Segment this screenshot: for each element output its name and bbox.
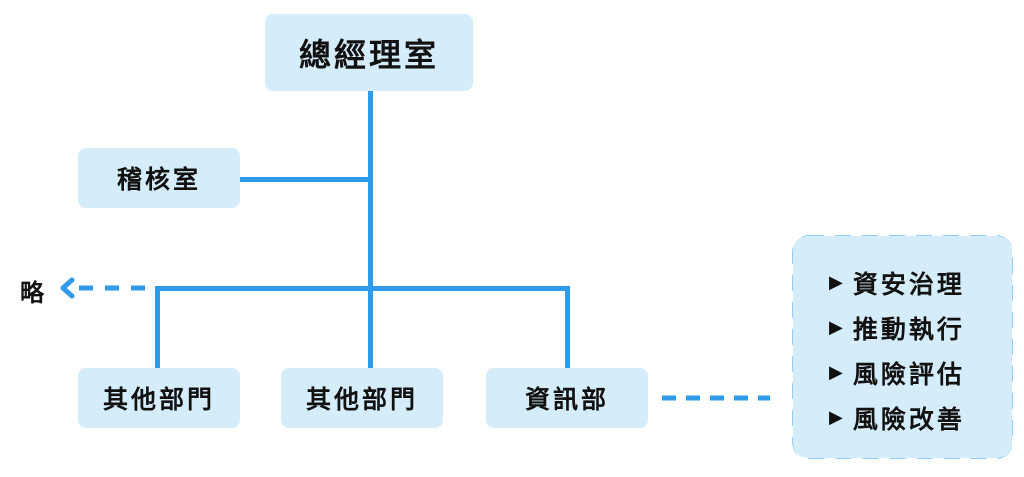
omitted-label: 略 bbox=[20, 280, 44, 307]
duty-label: 風險評估 bbox=[852, 360, 965, 389]
triangle-icon: ▶ bbox=[829, 407, 843, 427]
node-other-dept-2[interactable]: 其他部門 bbox=[281, 368, 443, 428]
duty-label: 風險改善 bbox=[852, 405, 965, 434]
duty-item: ▶ 風險評估 bbox=[829, 350, 1012, 395]
node-it-dept[interactable]: 資訊部 bbox=[486, 368, 648, 428]
triangle-icon: ▶ bbox=[829, 362, 843, 382]
duty-item: ▶ 資安治理 bbox=[829, 260, 1012, 305]
node-audit-office[interactable]: 稽核室 bbox=[78, 148, 240, 208]
node-other-dept-1[interactable]: 其他部門 bbox=[78, 368, 240, 428]
audit-connector bbox=[240, 177, 372, 182]
branch-drop-1 bbox=[155, 286, 160, 368]
branch-line bbox=[155, 286, 570, 291]
branch-drop-3 bbox=[565, 286, 570, 368]
triangle-icon: ▶ bbox=[829, 317, 843, 337]
duty-item: ▶ 推動執行 bbox=[829, 305, 1012, 350]
triangle-icon: ▶ bbox=[829, 272, 843, 292]
duty-label: 推動執行 bbox=[852, 315, 965, 344]
trunk-line bbox=[368, 90, 373, 368]
duty-item: ▶ 風險改善 bbox=[829, 395, 1012, 440]
duty-label: 資安治理 bbox=[852, 270, 965, 299]
it-duties-box: ▶ 資安治理 ▶ 推動執行 ▶ 風險評估 ▶ 風險改善 bbox=[793, 236, 1012, 458]
node-general-manager-office[interactable]: 總經理室 bbox=[265, 14, 473, 91]
left-arrow-icon bbox=[60, 277, 75, 299]
